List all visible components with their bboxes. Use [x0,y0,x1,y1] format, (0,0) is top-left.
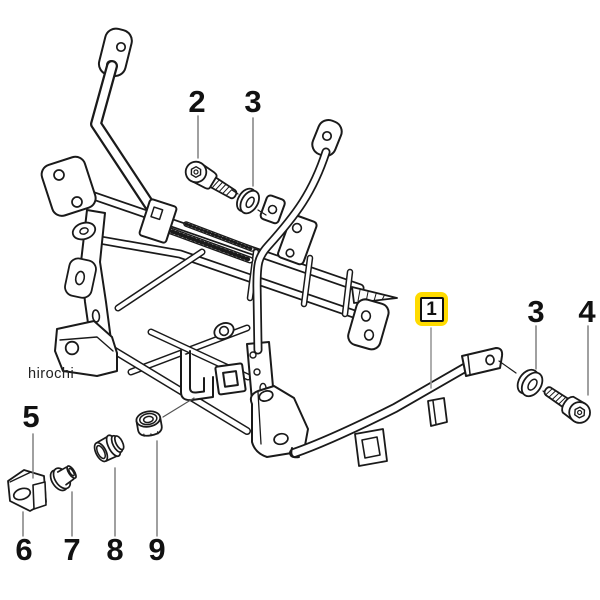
frame-socket-bracket [214,362,247,396]
washer-part-3-upper [236,187,260,215]
leader-lines [22,115,589,537]
frame-arm-left [90,27,168,230]
frame-main-tube [57,180,365,321]
callout-4-label[interactable]: 4 [578,294,596,329]
clip-nut-part-6 [7,469,47,512]
cap-nut-part-9 [135,410,163,437]
frame-u-channel [180,350,214,402]
callout-3-upper-label[interactable]: 3 [244,84,262,119]
callout-1-badge[interactable]: 1 [415,292,448,326]
callout-3-right-label[interactable]: 3 [527,294,545,329]
callout-7-label[interactable]: 7 [63,532,81,567]
grommet-part-7 [49,465,77,492]
bolt-part-2 [184,160,238,200]
watermark-text: hirochi [28,366,75,382]
callout-9-label[interactable]: 9 [148,532,166,567]
callout-6-label[interactable]: 6 [15,532,33,567]
callout-5-label[interactable]: 5 [22,399,40,434]
frame-lattice-tubes [101,248,252,435]
frame-pad [213,322,235,340]
frame-bottom-right-bracket [249,385,309,458]
callout-1-label: 1 [419,296,444,322]
callout-8-label[interactable]: 8 [106,532,124,567]
assembly-axis-upper [231,189,267,216]
support-strut-part-1 [289,347,504,467]
frame-arm-center [252,118,343,355]
frame-left-bottom-bracket [54,320,118,377]
frame-clamp-block [138,198,178,244]
bushing-part-8 [93,434,125,463]
frame-left-plate [64,209,112,345]
callout-2-label[interactable]: 2 [188,84,206,119]
frame-right-flange [347,286,398,351]
frame-left-ear [40,155,97,217]
washer-part-3-right [516,368,544,398]
bolt-part-4 [543,386,591,424]
